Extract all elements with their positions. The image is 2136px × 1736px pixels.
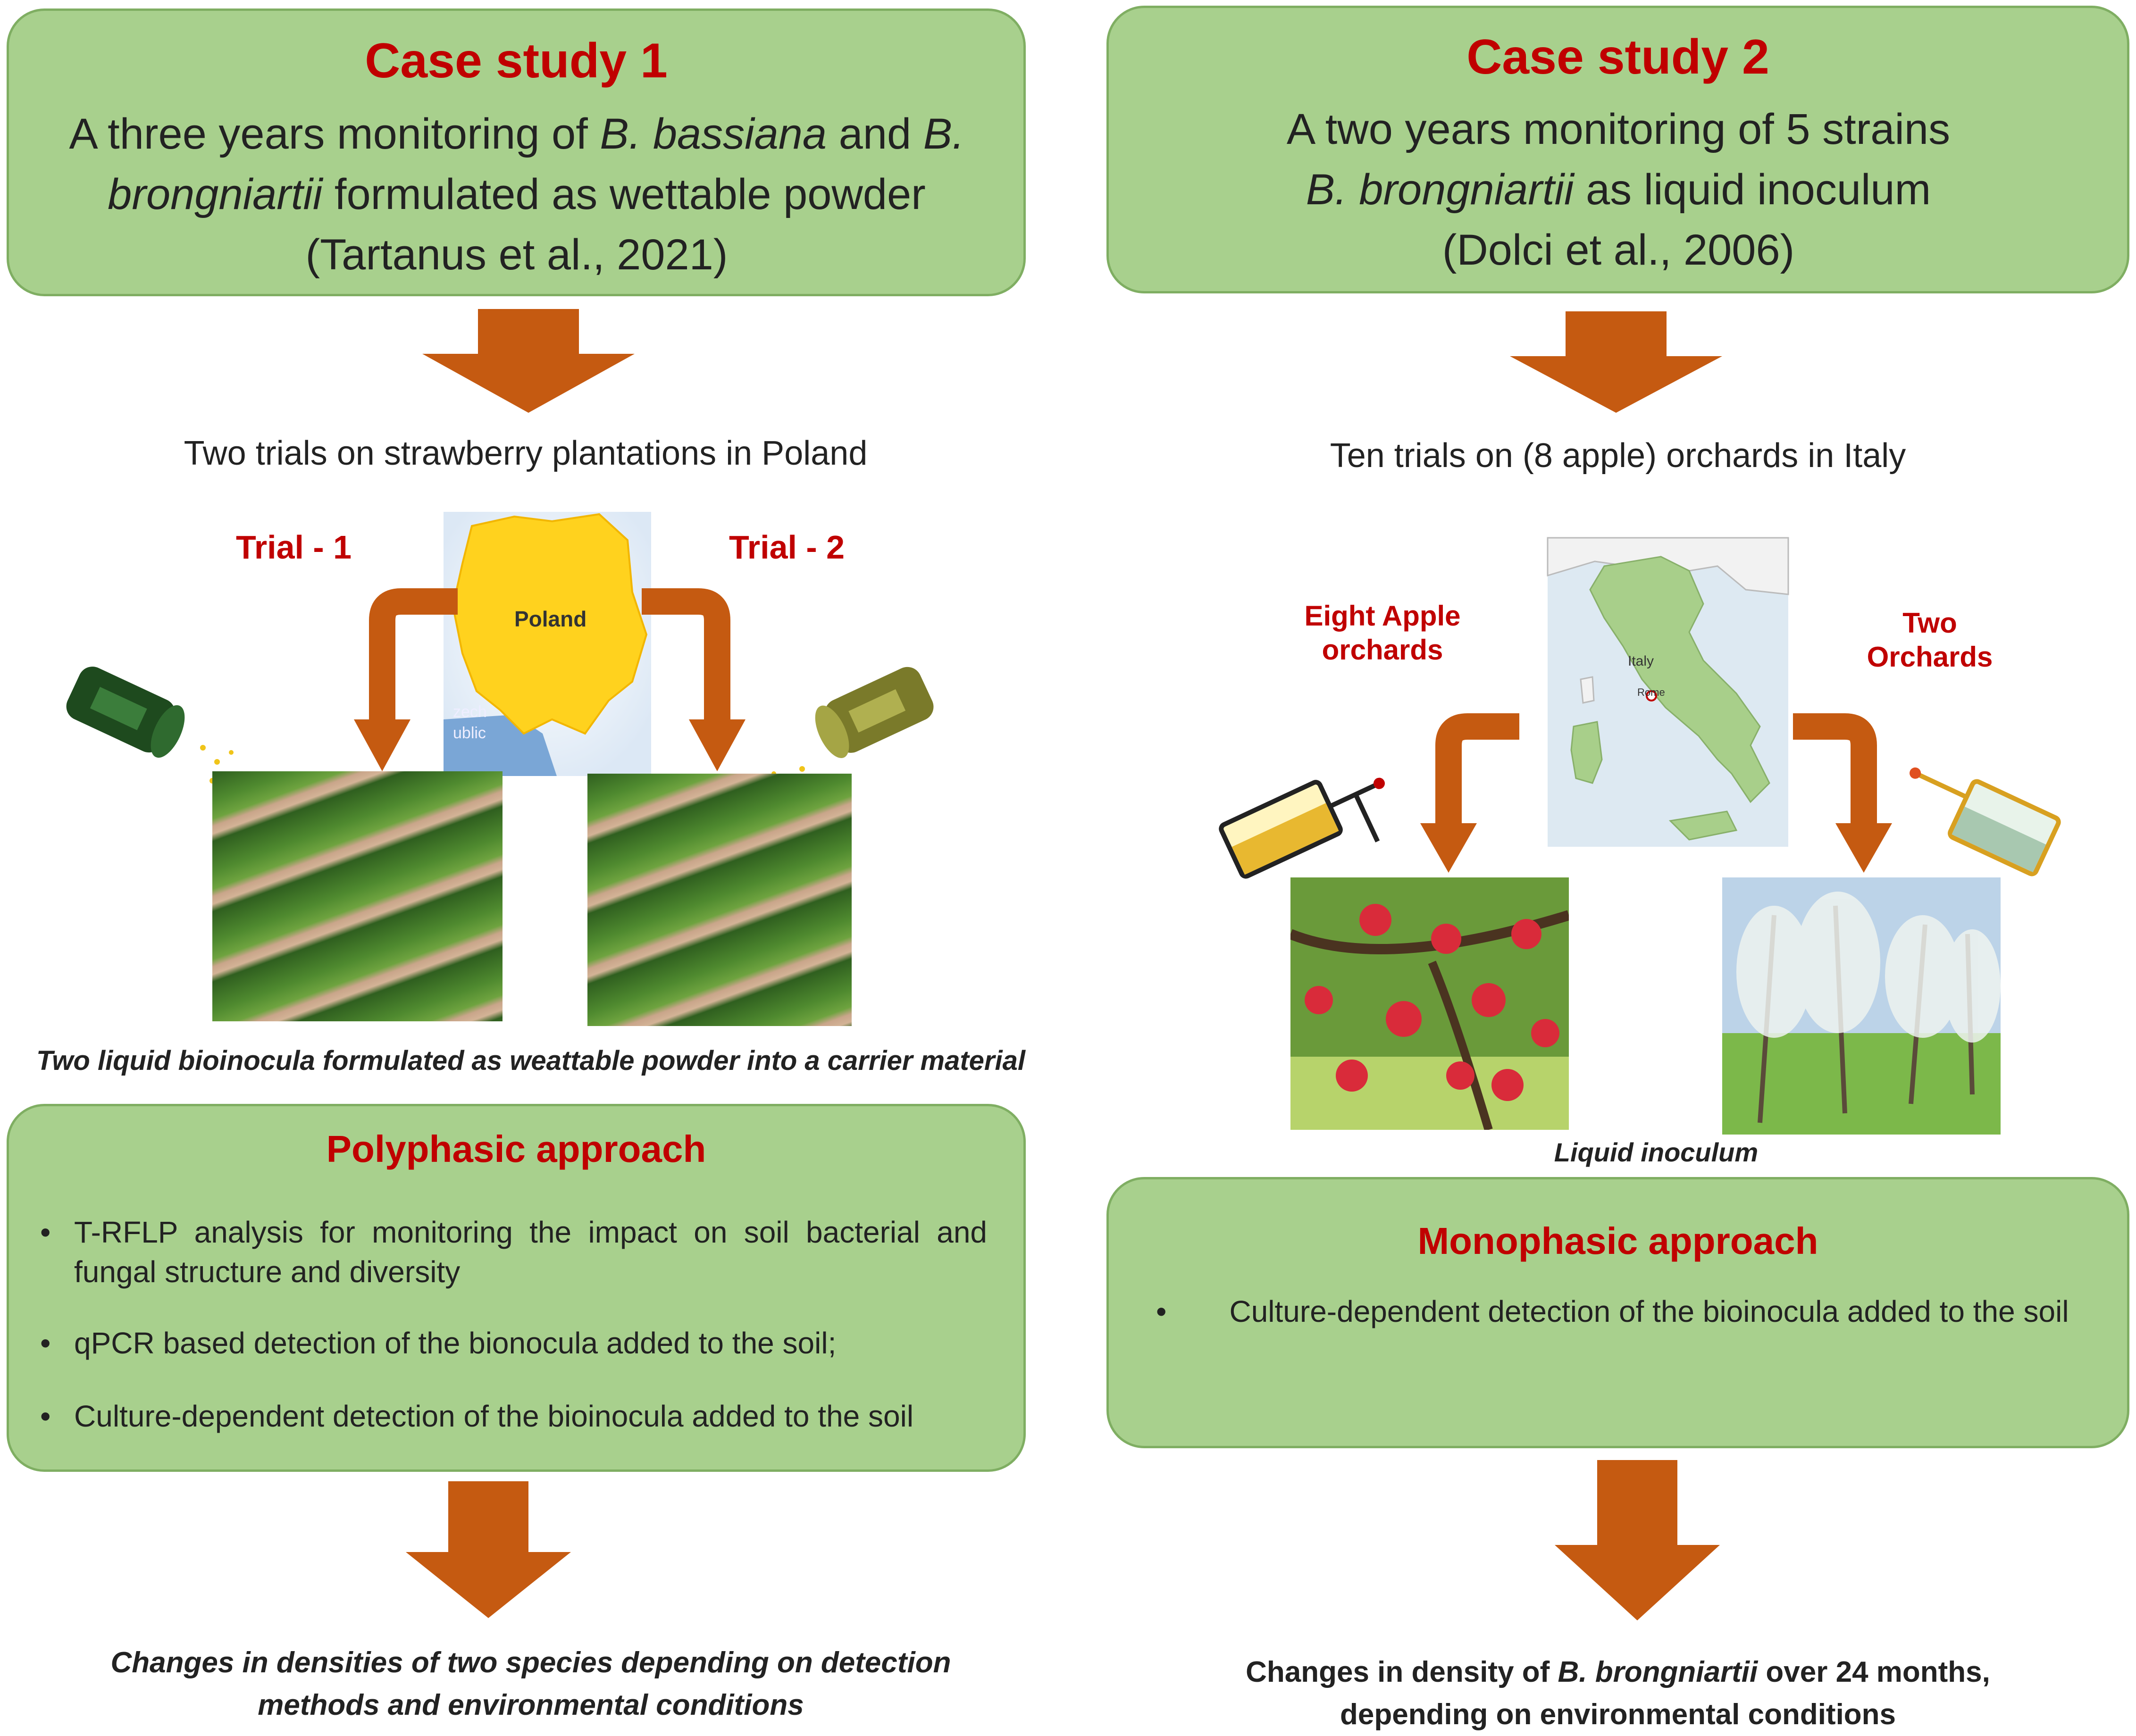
- italy-map: [1547, 537, 1789, 847]
- orchard-blossom-photo: [1722, 877, 2001, 1135]
- strawberry-field-photo-1: [212, 771, 503, 1021]
- case2-down-arrow-2: [1555, 1460, 1720, 1620]
- case1-bullet-1: • T-RFLP analysis for monitoring the imp…: [40, 1212, 988, 1293]
- bullet-dot: •: [40, 1399, 51, 1433]
- case2-curved-arrow-left: [1420, 713, 1519, 873]
- case1-down-arrow-2: [406, 1481, 571, 1618]
- case1-result: Changes in densities of two species depe…: [110, 1646, 951, 1721]
- bullet-dot: •: [40, 1326, 51, 1360]
- bullet-text: Culture-dependent detection of the bioin…: [1229, 1294, 2069, 1328]
- case2-left-label: Eight Apple orchards: [1304, 600, 1461, 666]
- case2-caption: Liquid inoculum: [1554, 1137, 1759, 1167]
- case2-approach-title: Monophasic approach: [1417, 1220, 1818, 1262]
- case1-trial1-label: Trial - 1: [236, 529, 352, 566]
- case1-approach-title: Polyphasic approach: [326, 1128, 706, 1170]
- strawberry-field-photo-2: [587, 774, 852, 1026]
- italy-map-label: Italy: [1628, 653, 1654, 669]
- case1-caption: Two liquid bioinocula formulated as weat…: [36, 1045, 1025, 1076]
- bullet-dot: •: [1156, 1294, 1167, 1328]
- case1-trials-text: Two trials on strawberry plantations in …: [184, 434, 868, 472]
- italy-map-city: Rome: [1637, 686, 1665, 698]
- bullet-text: T-RFLP analysis for monitoring the impac…: [74, 1215, 987, 1289]
- sprayer-right-icon: [1910, 767, 2061, 876]
- case1-approach-box: [7, 1104, 1026, 1472]
- case1-header-box: [7, 8, 1026, 296]
- bullet-dot: •: [40, 1215, 51, 1249]
- case2-trials-text: Ten trials on (8 apple) orchards in Ital…: [1330, 437, 1906, 475]
- case1-curved-arrow-right: [642, 588, 746, 771]
- case2-curved-arrow-right: [1793, 713, 1892, 873]
- case1-description: A three years monitoring of B. bassiana …: [69, 110, 964, 279]
- sprayer-left-icon: [1219, 777, 1385, 879]
- case2-right-label: Two Orchards: [1867, 607, 1993, 673]
- case1-trial2-label: Trial - 2: [729, 529, 845, 566]
- case1-curved-arrow-left: [354, 588, 458, 771]
- case2-header-box: [1106, 6, 2129, 293]
- case1-down-arrow-1: [422, 309, 635, 413]
- case1-title: Case study 1: [365, 33, 668, 88]
- case2-title: Case study 2: [1466, 30, 1769, 84]
- bullet-text: Culture-dependent detection of the bioin…: [74, 1399, 914, 1433]
- bullet-text: qPCR based detection of the bionocula ad…: [74, 1326, 837, 1360]
- case1-bullet-3: • Culture-dependent detection of the bio…: [40, 1396, 988, 1477]
- poland-map: [444, 512, 651, 776]
- case2-description: A two years monitoring of 5 strains B. b…: [1286, 105, 1951, 274]
- map-neighbor-label-2: ublic: [453, 724, 486, 742]
- case2-approach-box: [1106, 1177, 2129, 1448]
- case2-bullet-1: • Culture-dependent detection of the bio…: [1156, 1292, 2086, 1377]
- case1-bullet-2: • qPCR based detection of the bionocula …: [40, 1323, 988, 1366]
- apple-tree-photo: [1290, 877, 1569, 1130]
- case2-result: Changes in density of B. brongniartii ov…: [1246, 1656, 1990, 1731]
- poland-map-label: Poland: [514, 607, 587, 631]
- case2-down-arrow-1: [1510, 311, 1722, 413]
- map-neighbor-label-1: zech: [453, 703, 487, 721]
